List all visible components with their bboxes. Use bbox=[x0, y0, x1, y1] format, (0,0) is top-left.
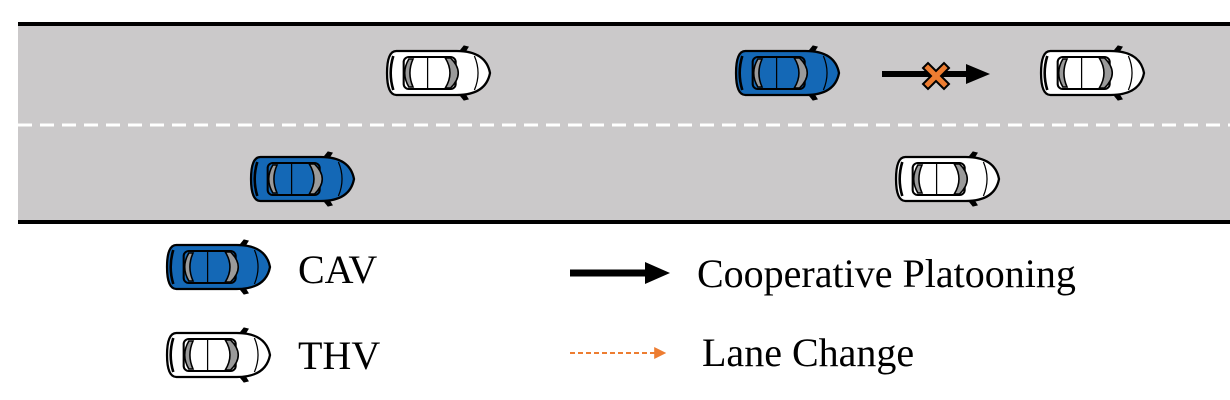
cav-vehicle-icon bbox=[734, 44, 841, 102]
road-surface bbox=[18, 24, 1230, 222]
platooning-legend-arrow-icon bbox=[570, 262, 670, 284]
cav-legend-car-icon bbox=[165, 238, 272, 296]
thv-vehicle-icon bbox=[1039, 44, 1146, 102]
blocked-platooning-arrow bbox=[882, 61, 990, 91]
thv-legend-car-icon bbox=[165, 326, 272, 384]
thv-vehicle-icon bbox=[894, 150, 1001, 208]
legend: CAV THV Cooperative Platooning Lane Chan… bbox=[165, 238, 1076, 384]
legend-platooning-label: Cooperative Platooning bbox=[697, 251, 1076, 296]
legend-cav-label: CAV bbox=[298, 247, 377, 292]
thv-legend-icon bbox=[165, 326, 272, 384]
road bbox=[18, 22, 1230, 224]
platoon-arrow-head bbox=[966, 64, 990, 84]
legend-thv-label: THV bbox=[298, 333, 380, 378]
thv-vehicle-icon bbox=[385, 44, 492, 102]
legend-lane-change-label: Lane Change bbox=[702, 330, 914, 375]
blocked-x-icon bbox=[921, 61, 951, 91]
cav-legend-icon bbox=[165, 238, 272, 296]
cav-vehicle-icon bbox=[249, 150, 356, 208]
